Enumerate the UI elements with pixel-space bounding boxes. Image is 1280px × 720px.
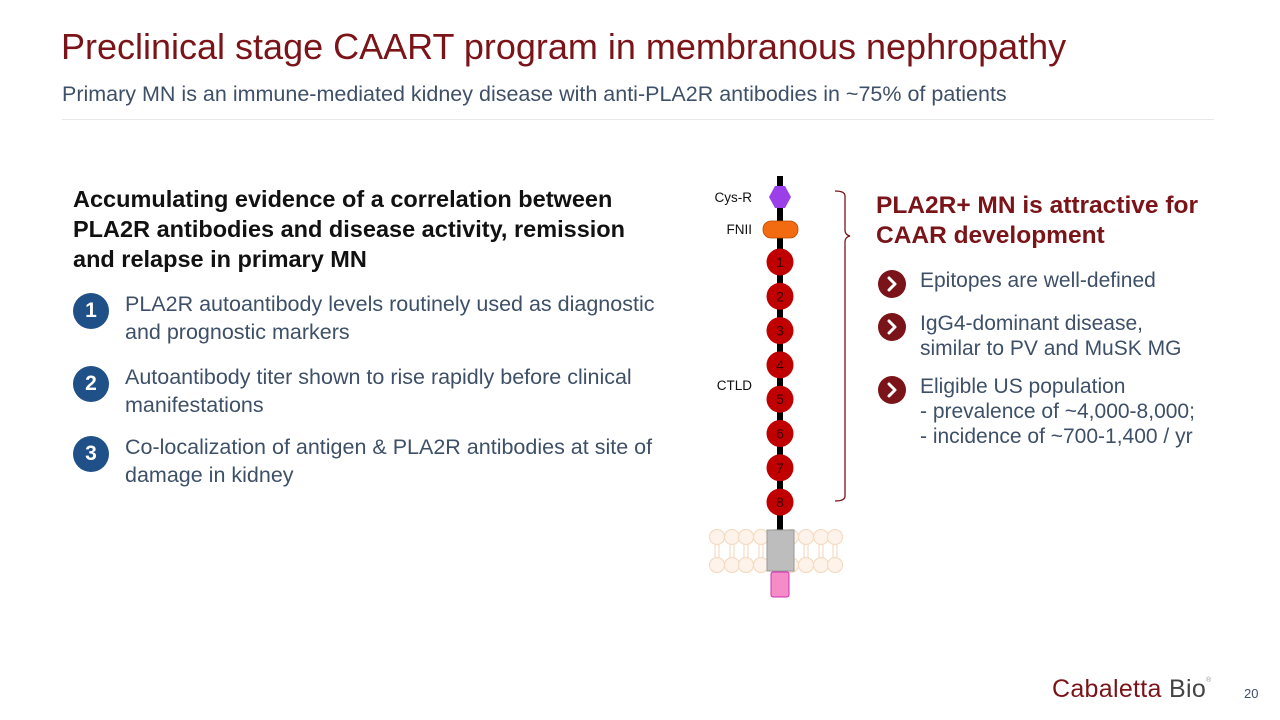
transmembrane-domain [766,529,795,572]
lipid-head [723,528,741,546]
lipid-bilayer [708,528,844,574]
lipid-head [723,556,741,574]
evidence-text: Co-localization of antigen & PLA2R antib… [125,435,653,487]
ctld-domain-label: 5 [776,391,784,407]
number-badge: 2 [73,366,109,402]
page-number: 20 [1244,686,1259,701]
ctld-label: CTLD [716,378,752,393]
ctld-domain-label: 3 [776,323,784,339]
lipid-head [708,556,726,574]
chevron-right-icon [878,376,906,404]
ctld-domain-1 [766,248,794,276]
lipid-head [737,528,755,546]
header-divider [62,119,1214,120]
number-badge: 3 [73,436,109,472]
logo-main: Cabaletta [1052,675,1162,703]
ctld-domain-5 [766,385,794,413]
ctld-domain-7 [766,454,794,482]
pla2r-receptor-diagram: Cys-R FNII CTLD 1 2 3 4 5 6 7 8 [690,170,870,610]
attribute-text: Epitopes are well-defined [920,269,1156,292]
lipid-head [752,556,770,574]
ctld-domain-label: 1 [776,254,784,270]
lipid-head [826,528,844,546]
attribute-text: Eligible US population - prevalence of ~… [920,375,1195,448]
ctld-domain-6 [766,420,794,447]
ctld-domain-2 [766,282,794,310]
chevron-right-icon [878,313,906,341]
attribute-text: IgG4-dominant disease, similar to PV and… [920,312,1182,360]
ctld-domain-label: 8 [776,494,784,510]
bracket [834,190,851,502]
lipid-head [708,528,726,546]
lipid-head [826,556,844,574]
number-badge: 1 [73,293,109,329]
ctld-domain-label: 4 [776,357,784,373]
lipid-head [737,556,755,574]
logo-bio: Bio [1168,675,1207,703]
fnii-label: FNII [726,222,753,237]
lipid-head [797,528,815,546]
cytoplasmic-tail [770,571,790,598]
cys-r-domain [769,186,791,208]
chevron-right-icon [878,270,906,298]
ctld-domain-label: 2 [776,288,784,304]
receptor-svg: 1 2 3 4 5 6 7 8 [708,176,851,598]
ctld-domain-label: 6 [776,426,784,442]
lipid-head [812,528,830,546]
slide-subtitle: Primary MN is an immune-mediated kidney … [62,82,1007,106]
evidence-text: PLA2R autoantibody levels routinely used… [125,292,655,344]
ctld-domain-3 [766,317,794,345]
fnii-domain [762,220,799,239]
lipid-head [797,556,815,574]
left-heading: Accumulating evidence of a correlation b… [73,186,625,272]
ctld-domain-8 [766,488,794,516]
lipid-head [812,556,830,574]
ctld-domain-label: 7 [776,460,784,476]
right-heading: PLA2R+ MN is attractive for CAAR develop… [876,192,1198,249]
lipid-head [752,528,770,546]
cys-r-label: Cys-R [714,190,753,205]
ctld-domain-4 [766,351,794,379]
cabaletta-bio-logo: Cabaletta Bio® [1052,675,1212,704]
evidence-text: Autoantibody titer shown to rise rapidly… [125,365,632,417]
registered-mark: ® [1206,677,1212,684]
slide-title: Preclinical stage CAART program in membr… [61,26,1067,67]
